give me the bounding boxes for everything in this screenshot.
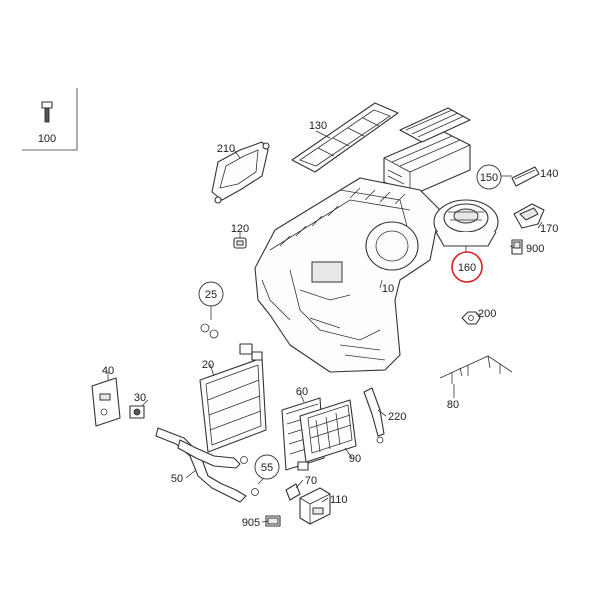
callout-10[interactable]: 10 (382, 283, 394, 295)
part-50-refrigerant-line[interactable] (155, 427, 247, 503)
part-55-seals[interactable] (240, 456, 259, 496)
callout-905[interactable]: 905 (242, 517, 260, 529)
callout-200[interactable]: 200 (478, 308, 496, 320)
callout-40[interactable]: 40 (102, 365, 114, 377)
callout-170[interactable]: 170 (540, 223, 558, 235)
part-120-clip[interactable] (233, 237, 247, 249)
callout-20[interactable]: 20 (202, 359, 214, 371)
callout-50[interactable]: 50 (171, 473, 183, 485)
callout-120[interactable]: 120 (231, 223, 249, 235)
callout-140[interactable]: 140 (540, 168, 558, 180)
callout-25[interactable]: 25 (205, 289, 217, 301)
callout-100[interactable]: 100 (38, 133, 56, 145)
callout-900[interactable]: 900 (526, 243, 544, 255)
part-130-gasket[interactable] (291, 102, 399, 173)
callout-210[interactable]: 210 (217, 143, 235, 155)
part-25-o-rings[interactable] (200, 323, 219, 339)
part-220-hose[interactable] (363, 387, 385, 444)
callout-150[interactable]: 150 (480, 172, 498, 184)
part-90-element[interactable] (299, 399, 357, 463)
callout-55[interactable]: 55 (261, 462, 273, 474)
part-110-module[interactable] (299, 487, 331, 525)
part-160-blower-motor[interactable] (433, 199, 499, 252)
part-210-duct[interactable] (211, 141, 270, 204)
callout-110[interactable]: 110 (330, 494, 348, 506)
callout-220[interactable]: 220 (388, 411, 406, 423)
callout-70[interactable]: 70 (305, 475, 317, 487)
part-40-cover[interactable] (91, 377, 121, 427)
callout-30[interactable]: 30 (134, 392, 146, 404)
part-200-nut[interactable] (461, 311, 481, 325)
part-10-hvac-housing[interactable] (254, 177, 441, 373)
callout-25-circle (198, 281, 224, 307)
part-100-screw[interactable] (22, 88, 78, 151)
callout-55-circle (254, 454, 280, 480)
part-20-evaporator[interactable] (199, 343, 267, 453)
part-30-valve[interactable] (129, 405, 145, 419)
part-905-connector[interactable] (265, 515, 281, 527)
callout-60[interactable]: 60 (296, 386, 308, 398)
callout-80[interactable]: 80 (447, 399, 459, 411)
callout-160[interactable]: 160 (458, 262, 476, 274)
part-150-filter[interactable] (383, 107, 471, 197)
callout-150-circle (476, 164, 502, 190)
callout-130[interactable]: 130 (309, 120, 327, 132)
callout-160-highlight-circle (451, 251, 483, 283)
callout-90[interactable]: 90 (349, 453, 361, 465)
part-140-strip[interactable] (511, 166, 540, 187)
part-80-harness[interactable] (439, 355, 513, 398)
part-170-regulator[interactable] (513, 203, 545, 229)
